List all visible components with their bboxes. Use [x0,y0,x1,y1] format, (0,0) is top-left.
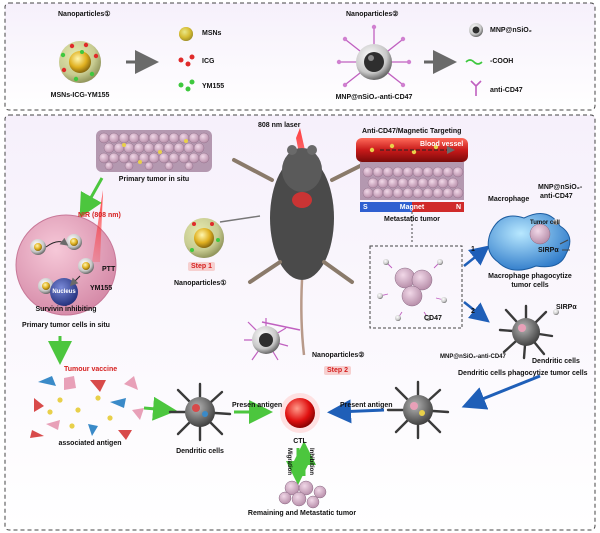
magnet-word: Magnet [399,204,425,211]
path-2: 2 [471,308,475,315]
dendritic-cell-bottom-right [386,380,450,440]
tumor-cell-label: Tumor cell [530,220,560,226]
inhibition-label: Inhibition [308,448,314,475]
mouse [232,145,374,356]
sirpa-label-2: SIRPα [556,304,577,311]
remaining-tumor-cluster [278,480,327,509]
magnet-s: S [363,204,368,211]
primary-cells-label: Primary tumor cells in situ [22,322,110,329]
primary-tumor-cell [15,190,117,316]
np1-injection [184,215,261,258]
migration-label: Migration [286,448,292,475]
sirpa-label-1: SIRPα [538,247,559,254]
blood-vessel-label: Blood vessel [420,141,464,148]
mnp-label-b: anti-CD47 [540,193,573,200]
present-left: Presen antigen [232,402,283,409]
survivin-label: Survivin inhibiting [35,306,97,313]
legend2-icons [465,23,483,96]
np1-particle-top [59,41,101,83]
ym155-label: YM155 [90,285,113,292]
antigen-label: associated antigen [58,440,122,447]
np1-title: Nanoparticles① [58,11,111,18]
step1-badge: Step 1 [188,262,216,271]
np2-caption: MNP@nSiO₂-anti-CD47 [335,94,413,101]
legend1-icons [178,27,195,92]
mnp-label-2: MNP@nSiO₂-anti-CD47 [440,354,506,360]
np1-label: Nanoparticles① [174,280,227,287]
mnp-label-a: MNP@nSiO₂- [538,184,583,191]
np2-label: Nanoparticles② [312,352,365,359]
nucleus-label: Nucleus [52,289,76,295]
tumour-vaccine-debris [30,376,144,440]
primary-tumor-tissue [96,130,212,172]
cd47-label: CD47 [424,315,442,322]
np2-injection [244,318,301,361]
macrophage [487,213,571,271]
present-right: Present antigen [340,402,393,409]
dendritic-cell-right [498,304,559,360]
legend1-icg: ICG [202,58,215,65]
macrophage-label: Macrophage [488,196,530,203]
np1-caption: MSNs-ICG-YM155 [50,92,110,99]
np2-title: Nanoparticles② [346,11,399,18]
step2-badge: Step 2 [324,366,352,375]
cd47-zoom-box [369,245,463,329]
blood-vessel-magnet [356,138,468,212]
ctl-cell [280,393,320,433]
primary-tumor-label: Primary tumor in situ [118,176,190,183]
path-1: 1 [471,246,475,253]
legend2-anticd47: anti-CD47 [490,87,523,94]
nir-label: NIR (808 nm) [78,212,121,219]
dc-label-right: Dendritic cells [532,358,580,365]
magnet-n: N [456,204,462,211]
legend2-mnp: MNP@nSiO₂ [490,27,532,34]
cd47-cluster [377,259,447,321]
vaccine-label: Tumour vaccine [64,366,118,373]
legend1-msns: MSNs [202,30,222,37]
targeting-title: Anti-CD47/Magnetic Targeting [362,128,462,135]
mac-phago-1: Macrophage phagocytize [488,273,572,280]
metastatic-label: Metastatic tumor [383,216,441,223]
ctl-label: CTL [293,438,307,445]
mac-phago-2: tumor cells [511,282,549,289]
legend1-ym155: YM155 [202,83,225,90]
legend2-cooh: -COOH [490,58,514,65]
remaining-label: Remaining and Metastatic tumor [247,510,357,517]
dc-label-left: Dendritic cells [176,448,224,455]
ptt-label: PTT [102,266,116,273]
np2-particle-top [336,24,412,88]
laser-label: 808 nm laser [258,122,301,129]
dendritic-cell-left [168,382,232,442]
dc-phago-label: Dendritic cells phagocytize tumor cells [458,370,588,377]
